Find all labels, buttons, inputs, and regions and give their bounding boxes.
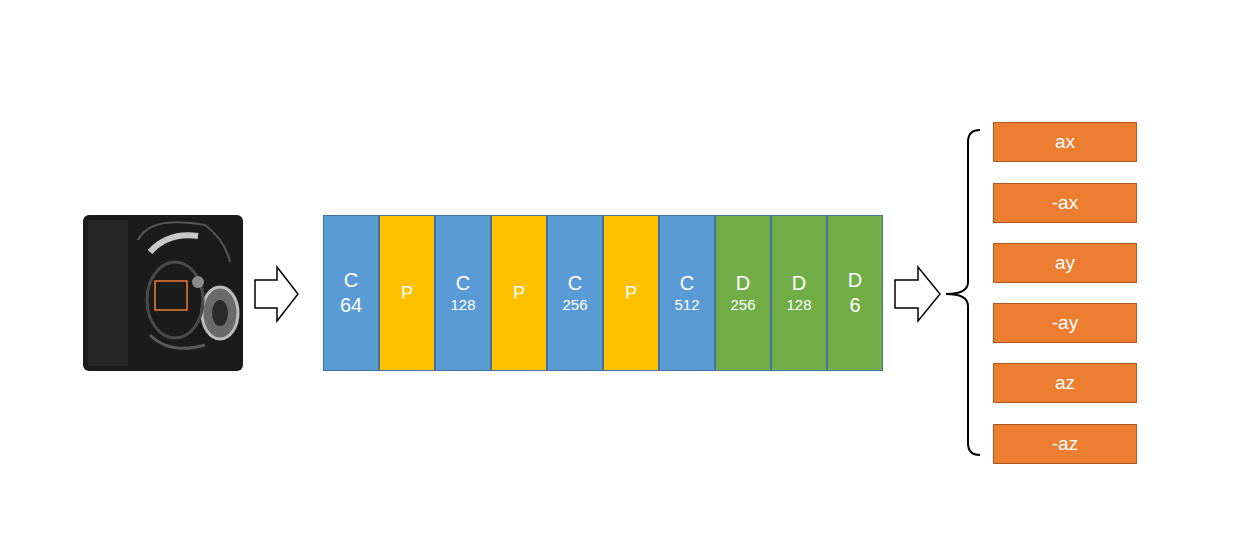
output-box: az [993, 363, 1137, 403]
layer-label: C [680, 271, 694, 296]
image-ground [83, 215, 243, 371]
block-arrow [255, 267, 298, 321]
layer-label: P [513, 282, 525, 305]
layer-label: ax [1055, 130, 1075, 154]
layer-label: -az [1052, 432, 1078, 456]
layer-label: C [568, 271, 582, 296]
layer-label: D [736, 271, 750, 296]
layer-label: ay [1055, 251, 1075, 275]
output-box: -ax [993, 183, 1137, 223]
image-contour [138, 222, 230, 262]
layer-label: -ax [1052, 191, 1078, 215]
dense-layer: D128 [771, 215, 827, 371]
image-shade [88, 220, 128, 366]
curly-bracket [946, 130, 980, 455]
layer-label: -ay [1052, 311, 1078, 335]
layer-label: C [344, 268, 358, 293]
output-box: ay [993, 243, 1137, 283]
layer-size: 256 [562, 296, 587, 315]
conv-layer: C512 [659, 215, 715, 371]
layer-label: D [792, 271, 806, 296]
image-spot [192, 276, 204, 288]
layer-label: P [625, 282, 637, 305]
image-contour [150, 335, 205, 348]
layer-label: az [1055, 371, 1075, 395]
layer-label: P [401, 282, 413, 305]
image-arc [150, 235, 198, 252]
conv-layer: C256 [547, 215, 603, 371]
output-box: ax [993, 122, 1137, 162]
layer-size: 6 [849, 293, 860, 318]
image-heart [202, 287, 238, 339]
conv-layer: C128 [435, 215, 491, 371]
image-cavity [212, 300, 228, 326]
layer-label: D [848, 268, 862, 293]
mri-image [83, 215, 243, 371]
layer-size: 256 [730, 296, 755, 315]
pool-layer: P [491, 215, 547, 371]
layer-label: C [456, 271, 470, 296]
dense-layer: D256 [715, 215, 771, 371]
output-box: -ay [993, 303, 1137, 343]
layer-size: 64 [340, 293, 362, 318]
layer-size: 512 [674, 296, 699, 315]
output-box: -az [993, 424, 1137, 464]
dense-layer: D6 [827, 215, 883, 371]
block-arrow [895, 267, 940, 321]
image-body [147, 262, 203, 338]
pool-layer: P [379, 215, 435, 371]
conv-layer: C64 [323, 215, 379, 371]
layer-size: 128 [450, 296, 475, 315]
pool-layer: P [603, 215, 659, 371]
layer-size: 128 [786, 296, 811, 315]
crop-box [155, 281, 187, 310]
